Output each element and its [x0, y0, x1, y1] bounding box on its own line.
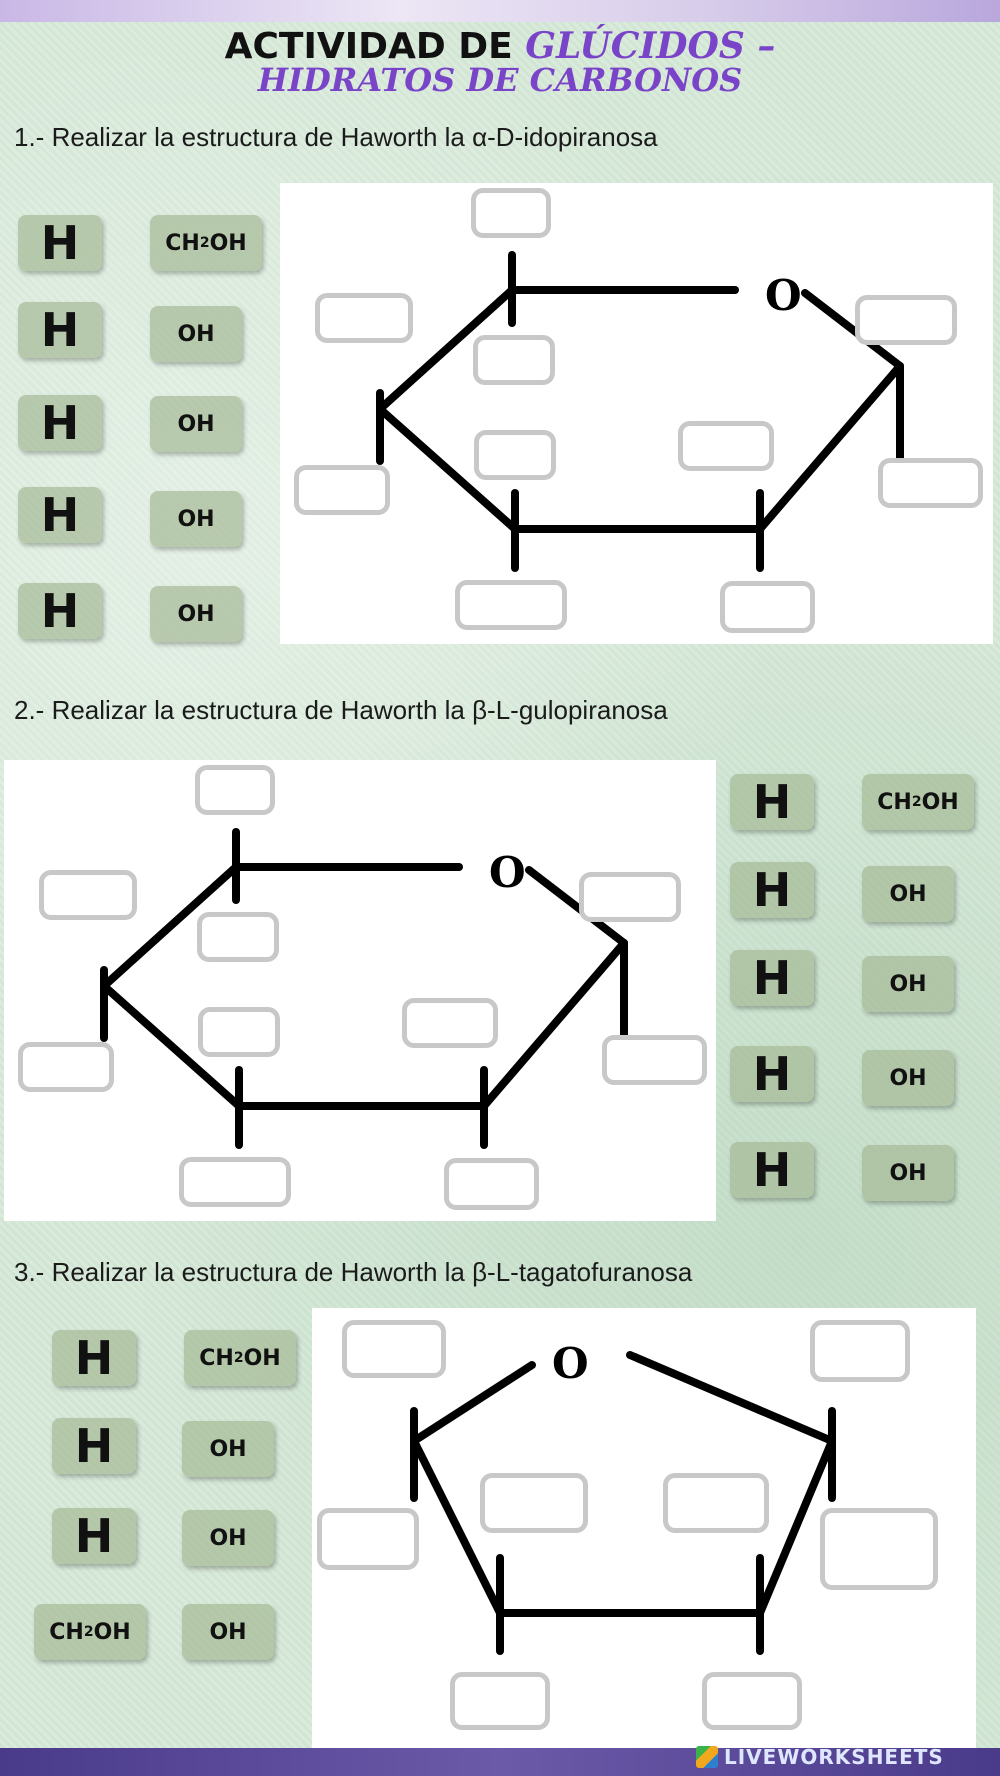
- tile-text: OH: [209, 230, 247, 256]
- furanose-diagram: O: [312, 1308, 976, 1748]
- tile-h[interactable]: H: [18, 215, 102, 271]
- tile-h[interactable]: H: [52, 1508, 136, 1564]
- tile-text: OH: [243, 1345, 281, 1371]
- tile-oh[interactable]: OH: [150, 396, 242, 452]
- tile-text: OH: [93, 1619, 131, 1645]
- answer-slot[interactable]: [342, 1320, 446, 1378]
- ring-oxygen: O: [765, 271, 802, 320]
- answer-slot[interactable]: [720, 581, 815, 633]
- tile-h[interactable]: H: [18, 583, 102, 639]
- answer-slot[interactable]: [39, 870, 137, 920]
- tile-h[interactable]: H: [18, 302, 102, 358]
- tile-text: CH: [165, 230, 200, 256]
- answer-slot[interactable]: [315, 293, 413, 343]
- watermark: LIVEWORKSHEETS: [696, 1742, 944, 1772]
- answer-slot[interactable]: [198, 1007, 280, 1057]
- answer-slot[interactable]: [820, 1508, 938, 1590]
- tile-oh[interactable]: OH: [182, 1604, 274, 1660]
- tile-oh[interactable]: OH: [150, 586, 242, 642]
- tile-h[interactable]: H: [18, 395, 102, 451]
- tile-oh[interactable]: OH: [150, 491, 242, 547]
- answer-slot[interactable]: [294, 465, 390, 515]
- tile-h[interactable]: H: [730, 1142, 814, 1198]
- pyranose-diagram-2: O: [4, 760, 716, 1221]
- tile-text: OH: [921, 789, 959, 815]
- answer-slot[interactable]: [402, 998, 498, 1048]
- tile-h[interactable]: H: [52, 1330, 136, 1386]
- answer-slot[interactable]: [579, 872, 681, 922]
- answer-slot[interactable]: [602, 1035, 707, 1085]
- tile-h[interactable]: H: [52, 1418, 136, 1474]
- tile-subscript: 2: [233, 1350, 244, 1366]
- answer-slot[interactable]: [471, 188, 551, 238]
- tile-h[interactable]: H: [730, 774, 814, 830]
- answer-slot[interactable]: [678, 421, 774, 471]
- answer-slot[interactable]: [179, 1157, 291, 1207]
- answer-slot[interactable]: [18, 1042, 114, 1092]
- liveworksheets-logo-icon: [696, 1746, 718, 1768]
- tile-h[interactable]: H: [730, 950, 814, 1006]
- ring-oxygen: O: [489, 848, 526, 897]
- answer-slot[interactable]: [878, 458, 983, 508]
- top-decor-strip: [0, 0, 1000, 22]
- bottom-decor-strip: [0, 1748, 1000, 1776]
- tile-oh[interactable]: OH: [862, 1145, 954, 1201]
- tile-h[interactable]: H: [18, 487, 102, 543]
- tile-oh[interactable]: OH: [862, 1050, 954, 1106]
- tile-text: CH: [877, 789, 912, 815]
- answer-slot[interactable]: [317, 1508, 419, 1570]
- tile-oh[interactable]: OH: [182, 1421, 274, 1477]
- pyranose-ring-2: O: [100, 828, 628, 1149]
- tile-h[interactable]: H: [730, 1046, 814, 1102]
- ring-oxygen: O: [552, 1339, 589, 1388]
- pyranose-ring-1: O: [376, 251, 904, 572]
- tile-oh[interactable]: OH: [862, 956, 954, 1012]
- question-3: 3.- Realizar la estructura de Haworth la…: [14, 1257, 693, 1287]
- tile-h[interactable]: H: [730, 862, 814, 918]
- answer-slot[interactable]: [444, 1158, 539, 1210]
- answer-slot[interactable]: [450, 1672, 550, 1730]
- answer-slot[interactable]: [473, 335, 555, 385]
- pyranose-diagram-1: O: [280, 183, 993, 644]
- answer-slot[interactable]: [474, 430, 556, 480]
- tile-oh[interactable]: OH: [182, 1510, 274, 1566]
- answer-slot[interactable]: [480, 1473, 588, 1533]
- tile-subscript: 2: [199, 235, 210, 251]
- answer-slot[interactable]: [663, 1473, 769, 1533]
- tile-oh[interactable]: OH: [150, 306, 242, 362]
- answer-slot[interactable]: [195, 765, 275, 815]
- title-part-2: GLÚCIDOS –: [525, 25, 776, 67]
- watermark-text: LIVEWORKSHEETS: [724, 1745, 944, 1769]
- question-2: 2.- Realizar la estructura de Haworth la…: [14, 695, 668, 725]
- tile-subscript: 2: [83, 1624, 94, 1640]
- tile-text: CH: [199, 1345, 234, 1371]
- answer-slot[interactable]: [855, 295, 957, 345]
- answer-slot[interactable]: [455, 580, 567, 630]
- page-title: ACTIVIDAD DE GLÚCIDOS –: [0, 28, 1000, 65]
- page-subtitle: HIDRATOS DE CARBONOS: [257, 61, 743, 99]
- answer-slot[interactable]: [810, 1320, 910, 1382]
- answer-slot[interactable]: [197, 912, 279, 962]
- tile-oh[interactable]: OH: [862, 866, 954, 922]
- tile-text: CH: [49, 1619, 84, 1645]
- question-1: 1.- Realizar la estructura de Haworth la…: [14, 122, 658, 152]
- tile-subscript: 2: [911, 794, 922, 810]
- title-part-1: ACTIVIDAD DE: [224, 26, 526, 67]
- furanose-ring: O: [410, 1339, 836, 1655]
- answer-slot[interactable]: [702, 1672, 802, 1730]
